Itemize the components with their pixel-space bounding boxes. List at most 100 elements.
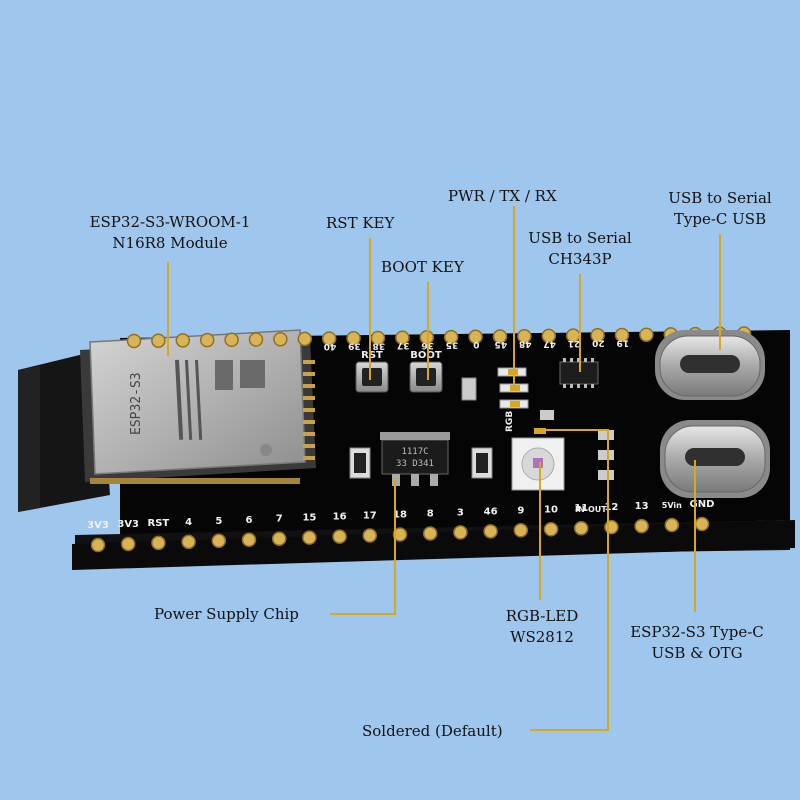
label-boot-key: BOOT KEY <box>381 258 464 276</box>
top-pin-label: 37 <box>397 340 410 350</box>
bottom-pin-label: 13 <box>635 501 649 512</box>
regulator-marking-1: 1117C <box>401 447 428 457</box>
top-pin-pad <box>639 327 654 342</box>
top-pin-pad <box>346 331 361 346</box>
top-pin-pad <box>395 330 410 345</box>
bottom-pin-pad <box>543 522 559 537</box>
top-pin-pad <box>517 328 532 344</box>
top-pin-label: 38 <box>373 340 386 350</box>
label-soldered: Soldered (Default) <box>362 722 503 740</box>
bottom-pin-pad <box>362 528 378 543</box>
bottom-pin-pad <box>151 535 166 551</box>
bottom-pin-label: 3V3 <box>87 520 109 531</box>
leader-soldered <box>530 429 609 731</box>
bottom-pin-label: 3V3 <box>117 519 139 530</box>
top-pin-pad <box>273 331 288 347</box>
bottom-pin-label: 15 <box>302 513 316 524</box>
bottom-pin-pad <box>302 530 317 545</box>
bottom-pin-pad <box>181 534 196 550</box>
bottom-pin-pad <box>694 516 710 532</box>
top-pin-pad <box>297 331 313 347</box>
boot-key <box>409 361 443 393</box>
top-pin-pad <box>248 332 264 347</box>
bottom-pin-label: 17 <box>363 511 377 522</box>
top-pin-pad <box>151 333 166 348</box>
bottom-pin-pad <box>120 536 136 552</box>
label-usb-serial-port: USB to Serial Type-C USB <box>645 188 795 230</box>
bottom-pin-label: 4 <box>185 517 192 528</box>
bottom-pin-label: 16 <box>333 512 347 523</box>
silk-in-out: IN-OUT <box>575 505 607 514</box>
leader-lines <box>167 206 721 731</box>
capacitors <box>349 377 614 480</box>
bottom-pin-label: 5 <box>215 516 222 527</box>
label-ch343p: USB to Serial CH343P <box>505 228 655 270</box>
esp32-s3-module: ESP32-S3 <box>80 329 316 484</box>
bottom-pin-pad <box>453 525 468 540</box>
top-pin-label: 21 <box>568 338 581 348</box>
label-otg-line2: USB & OTG <box>651 644 743 662</box>
bottom-pin-label: 18 <box>393 510 407 521</box>
bottom-pin-label: 5Vin <box>662 501 682 510</box>
bottom-pin-pad <box>271 531 287 546</box>
label-otg-line1: ESP32-S3 Type-C <box>630 623 764 641</box>
bottom-pin-label: 7 <box>276 514 283 525</box>
top-pin-label: 39 <box>348 341 361 351</box>
bottom-pin-label: 8 <box>427 508 434 519</box>
label-usb-serial-port-line2: Type-C USB <box>673 210 767 228</box>
top-pin-pads <box>126 326 752 349</box>
top-pin-pad <box>419 330 435 345</box>
top-pin-label: 35 <box>446 340 459 350</box>
label-rgb-line1: RGB-LED <box>505 607 579 625</box>
top-pin-pad <box>199 332 215 348</box>
label-otg: ESP32-S3 Type-C USB & OTG <box>612 622 782 664</box>
bottom-pin-pad <box>664 517 680 533</box>
label-rgb-led: RGB-LED WS2812 <box>482 606 602 648</box>
bottom-pin-pad <box>513 523 529 538</box>
top-pin-label: 40 <box>324 341 337 351</box>
top-pin-pad <box>541 328 557 344</box>
leader-power-chip <box>330 478 396 615</box>
label-rgb-line2: WS2812 <box>510 628 574 646</box>
bottom-pin-label: 46 <box>484 506 498 517</box>
bottom-pin-pad <box>332 529 347 544</box>
bottom-pin-label: 10 <box>544 504 558 515</box>
bottom-pin-label: GND <box>690 499 715 510</box>
rgb-led-ws2812 <box>511 437 565 491</box>
top-pin-pad <box>492 329 508 344</box>
bottom-pin-pad <box>392 527 408 542</box>
label-module: ESP32-S3-WROOM-1 N16R8 Module <box>60 212 280 254</box>
regulator-marking-2: 33 D341 <box>396 459 434 469</box>
bottom-pin-label: 6 <box>246 515 253 526</box>
label-usb-serial-port-line1: USB to Serial <box>668 189 772 207</box>
bottom-pin-label: 9 <box>517 505 524 516</box>
bottom-pin-label: RST <box>148 518 170 529</box>
top-pin-label: 0 <box>473 339 479 349</box>
silk-boot: BOOT <box>410 350 442 361</box>
bottom-pin-label: 12 <box>604 502 618 513</box>
top-pin-pad <box>590 328 605 343</box>
top-pin-pad <box>126 333 142 349</box>
label-pwr-tx-rx: PWR / TX / RX <box>448 187 557 205</box>
ch343p-chip <box>559 358 599 388</box>
bottom-pin-pad <box>211 533 227 549</box>
label-module-line1: ESP32-S3-WROOM-1 <box>89 213 251 231</box>
bottom-pin-label: 11 <box>574 503 588 514</box>
bottom-pin-pad <box>422 526 438 541</box>
silk-rgb: RGB <box>505 411 515 432</box>
rst-key <box>355 361 389 393</box>
bottom-pin-pad <box>90 537 106 553</box>
top-pin-label: 19 <box>617 337 630 347</box>
bottom-pin-pad <box>483 524 498 539</box>
top-pin-pad <box>224 332 239 348</box>
usb-c-port-serial <box>655 330 765 400</box>
top-pin-label: 45 <box>495 339 508 349</box>
top-pin-pad <box>468 329 483 345</box>
bottom-pin-label: 3 <box>457 507 464 518</box>
top-pin-pad <box>321 331 337 346</box>
silk-rst: RST <box>361 350 383 361</box>
top-pin-pad <box>443 329 459 345</box>
module-marking: ESP32-S3 <box>129 372 144 435</box>
